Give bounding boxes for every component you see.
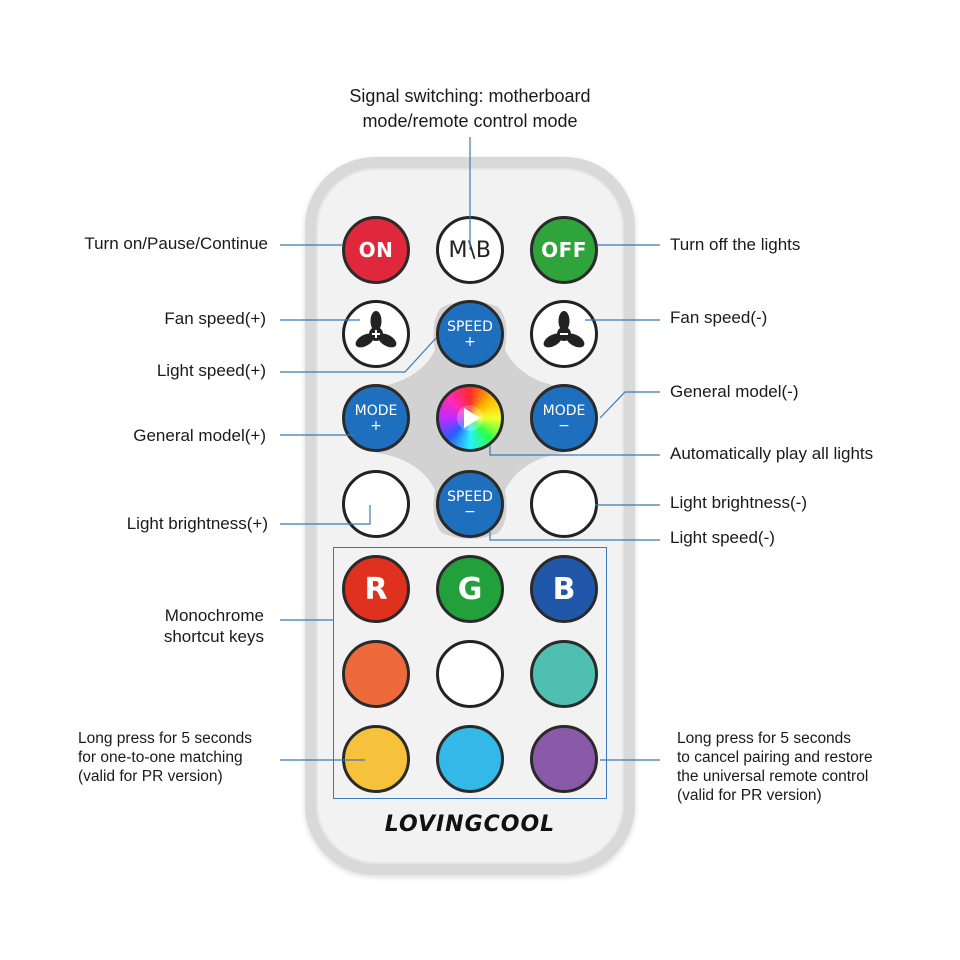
fan-minus-label: Fan speed(-) [670, 308, 768, 327]
orange-button[interactable] [342, 640, 410, 708]
mode-plus-sign: + [370, 418, 382, 434]
light-speed-plus-button[interactable]: SPEED + [436, 300, 504, 368]
long-left-label-1: Long press for 5 seconds [78, 730, 253, 747]
brightness-plus-label: Light brightness(+) [126, 514, 268, 533]
general-plus-label: General model(+) [133, 426, 266, 445]
blue-button-label: B [552, 571, 576, 607]
yellow-button[interactable] [342, 725, 410, 793]
mode-minus-button[interactable]: MODE − [530, 384, 598, 452]
mode-minus-sign: − [558, 418, 570, 434]
green-button-label: G [457, 571, 483, 607]
monochrome-shortcut-box [333, 547, 607, 799]
signal-switch-label-1: Signal switching: motherboard [349, 86, 591, 106]
mode-minus-text: MODE [542, 403, 586, 419]
speed-plus-text: SPEED [447, 319, 493, 335]
mono-label-1: Monochrome [164, 606, 264, 625]
speed-plus-sign: + [464, 334, 476, 350]
light-speed-minus-button[interactable]: SPEED − [436, 470, 504, 538]
long-right-label-2: to cancel pairing and restore [677, 749, 873, 766]
general-minus-label: General model(-) [670, 382, 799, 401]
fan-plus-label: Fan speed(+) [164, 309, 266, 328]
fan-speed-plus-button[interactable] [342, 300, 410, 368]
long-right-label-4: (valid for PR version) [677, 787, 822, 804]
speed-minus-sign: − [464, 504, 476, 520]
on-button[interactable]: ON [342, 216, 410, 284]
speed-minus-text: SPEED [447, 489, 493, 505]
long-left-label-2: for one-to-one matching [78, 749, 243, 766]
brightness-minus-label: Light brightness(-) [670, 493, 808, 512]
signal-switch-label-2: mode/remote control mode [362, 111, 578, 131]
mb-button-label: M\B [448, 237, 492, 263]
long-right-label-3: the universal remote control [677, 768, 869, 785]
on-button-label: ON [358, 238, 394, 262]
green-button[interactable]: G [436, 555, 504, 623]
fan-speed-minus-button[interactable] [530, 300, 598, 368]
blue-button[interactable]: B [530, 555, 598, 623]
long-right-label-1: Long press for 5 seconds [677, 730, 852, 747]
brightness-minus-button[interactable] [530, 470, 598, 538]
red-button[interactable]: R [342, 555, 410, 623]
off-button-label: OFF [541, 238, 587, 262]
turn-on-label: Turn on/Pause/Continue [84, 234, 268, 253]
mode-plus-text: MODE [354, 403, 398, 419]
play-icon [457, 405, 483, 431]
turn-off-label: Turn off the lights [670, 235, 801, 254]
mb-switch-button[interactable]: M\B [436, 216, 504, 284]
fan-minus-icon [543, 311, 585, 348]
white-color-button[interactable] [436, 640, 504, 708]
mode-plus-button[interactable]: MODE + [342, 384, 410, 452]
fan-plus-icon [355, 311, 397, 348]
light-speed-minus-label: Light speed(-) [670, 528, 775, 547]
mono-label-2: shortcut keys [163, 627, 264, 646]
light-speed-plus-label: Light speed(+) [156, 361, 266, 380]
teal-button[interactable] [530, 640, 598, 708]
purple-button[interactable] [530, 725, 598, 793]
auto-play-label: Automatically play all lights [670, 444, 874, 463]
sky-blue-button[interactable] [436, 725, 504, 793]
brand-logo: LOVINGCOOL [384, 812, 556, 837]
brightness-plus-button[interactable] [342, 470, 410, 538]
red-button-label: R [364, 571, 388, 607]
off-button[interactable]: OFF [530, 216, 598, 284]
auto-play-button[interactable] [436, 384, 504, 452]
long-left-label-3: (valid for PR version) [78, 768, 223, 785]
